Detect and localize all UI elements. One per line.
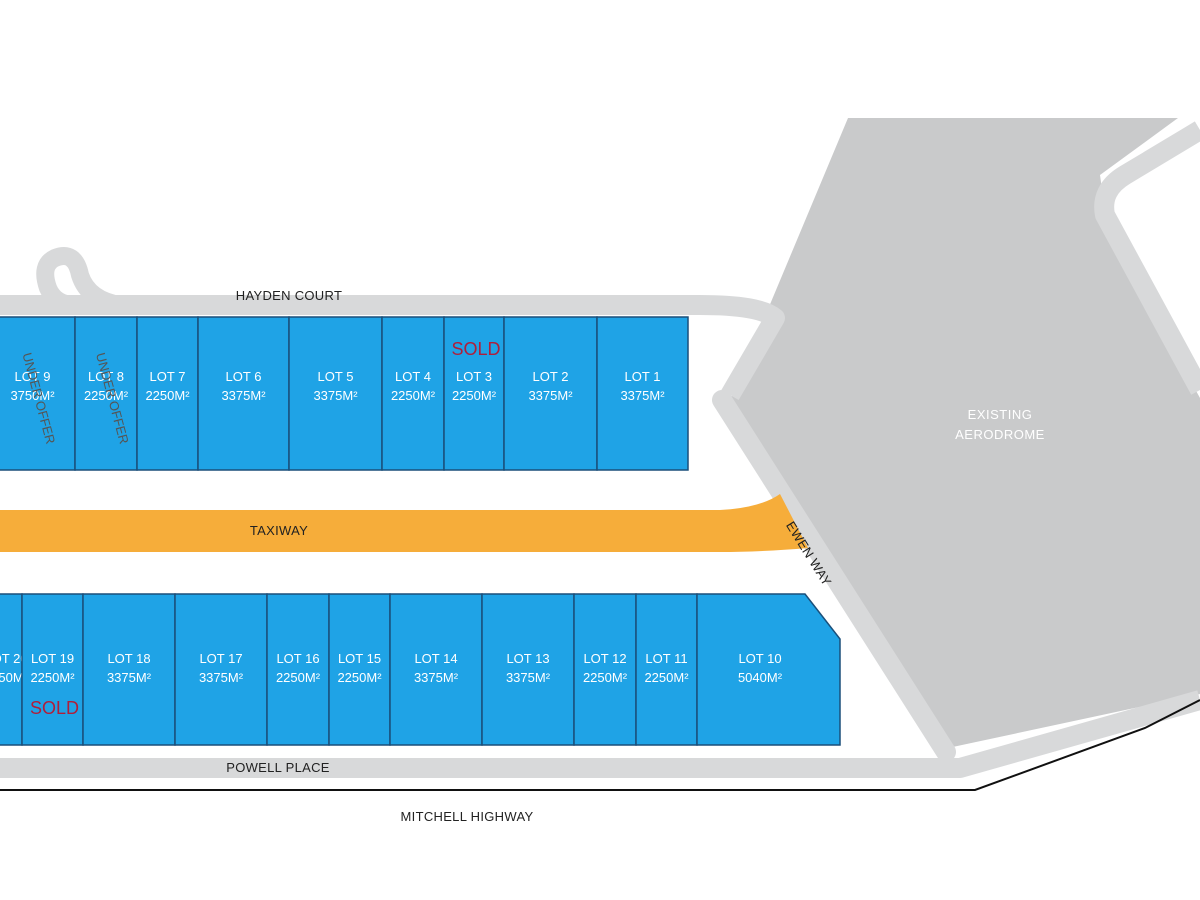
lot-10-area-label: 5040M² <box>738 670 783 685</box>
lot-10-parcel[interactable] <box>696 593 841 746</box>
lot-13-area-label: 3375M² <box>506 670 551 685</box>
lot-19-name-label: LOT 19 <box>31 651 74 666</box>
lot-13-parcel[interactable] <box>481 593 575 746</box>
lot-12-name-label: LOT 12 <box>583 651 626 666</box>
lot-16-parcel[interactable] <box>266 593 330 746</box>
lot-6-parcel[interactable] <box>197 316 290 471</box>
lot-10-name-label: LOT 10 <box>738 651 781 666</box>
lot-11-area-label: 2250M² <box>644 670 689 685</box>
lot-1-area-label: 3375M² <box>620 388 665 403</box>
lot-3-area-label: 2250M² <box>452 388 497 403</box>
aerodrome-access-road <box>1094 121 1200 395</box>
lot-18-name-label: LOT 18 <box>107 651 150 666</box>
lot-7-area-label: 2250M² <box>145 388 190 403</box>
hayden-court-label: HAYDEN COURT <box>236 288 342 303</box>
lot-15-parcel[interactable] <box>328 593 391 746</box>
lot-4-name-label: LOT 4 <box>395 369 431 384</box>
lot-18-area-label: 3375M² <box>107 670 152 685</box>
lot-19-area-label: 2250M² <box>30 670 75 685</box>
lot-17-parcel[interactable] <box>174 593 268 746</box>
lot-9-parcel[interactable] <box>0 316 76 471</box>
lot-16-name-label: LOT 16 <box>276 651 319 666</box>
lot-12-area-label: 2250M² <box>583 670 628 685</box>
lot-12-parcel[interactable] <box>573 593 637 746</box>
lot-2-area-label: 3375M² <box>528 388 573 403</box>
mitchell-highway-line <box>0 699 1200 791</box>
lot-1-name-label: LOT 1 <box>625 369 661 384</box>
lot-14-area-label: 3375M² <box>414 670 459 685</box>
lot-14-parcel[interactable] <box>389 593 483 746</box>
lot-9-name-label: LOT 9 <box>15 369 51 384</box>
lot-20-name-label: LOT 20 <box>0 651 28 666</box>
lot-11-parcel[interactable] <box>635 593 698 746</box>
lot-4-parcel[interactable] <box>381 316 445 471</box>
hayden-court-road <box>0 295 785 401</box>
lot-3-parcel[interactable] <box>443 316 505 471</box>
lot-19-parcel[interactable] <box>21 593 84 746</box>
lot-19-sold-badge: SOLD <box>30 698 79 718</box>
lot-4-area-label: 2250M² <box>391 388 436 403</box>
lot-13-name-label: LOT 13 <box>506 651 549 666</box>
lot-5-area-label: 3375M² <box>313 388 358 403</box>
lot-7-parcel[interactable] <box>136 316 199 471</box>
lot-6-area-label: 3375M² <box>221 388 266 403</box>
aerodrome-label-line1: EXISTING <box>968 407 1033 422</box>
lot-5-parcel[interactable] <box>288 316 383 471</box>
lot-1-parcel[interactable] <box>596 316 689 471</box>
lot-17-area-label: 3375M² <box>199 670 244 685</box>
lot-2-parcel[interactable] <box>503 316 598 471</box>
lot-11-name-label: LOT 11 <box>645 651 687 666</box>
lot-3-sold-badge: SOLD <box>451 339 500 359</box>
taxiway <box>0 494 808 552</box>
existing-aerodrome-area <box>730 118 1200 748</box>
lot-6-name-label: LOT 6 <box>226 369 262 384</box>
lot-5-name-label: LOT 5 <box>318 369 354 384</box>
hayden-court-cul-de-sac <box>36 247 122 314</box>
lot-15-area-label: 2250M² <box>337 670 382 685</box>
taxiway-label: TAXIWAY <box>250 523 308 538</box>
aerodrome-label-line2: AERODROME <box>955 427 1045 442</box>
ewen-way-road <box>712 390 956 762</box>
lot-2-name-label: LOT 2 <box>533 369 569 384</box>
lot-8-name-label: LOT 8 <box>88 369 124 384</box>
mitchell-highway-label: MITCHELL HIGHWAY <box>401 809 534 824</box>
powell-place-road <box>0 690 1200 778</box>
lot-16-area-label: 2250M² <box>276 670 321 685</box>
lot-7-name-label: LOT 7 <box>150 369 186 384</box>
lot-15-name-label: LOT 15 <box>338 651 381 666</box>
powell-place-label: POWELL PLACE <box>226 760 330 775</box>
lot-14-name-label: LOT 14 <box>414 651 457 666</box>
lot-18-parcel[interactable] <box>82 593 176 746</box>
lot-9-area-label: 3750M² <box>10 388 55 403</box>
lot-17-name-label: LOT 17 <box>199 651 242 666</box>
lot-3-name-label: LOT 3 <box>456 369 492 384</box>
lot-8-area-label: 2250M² <box>84 388 129 403</box>
